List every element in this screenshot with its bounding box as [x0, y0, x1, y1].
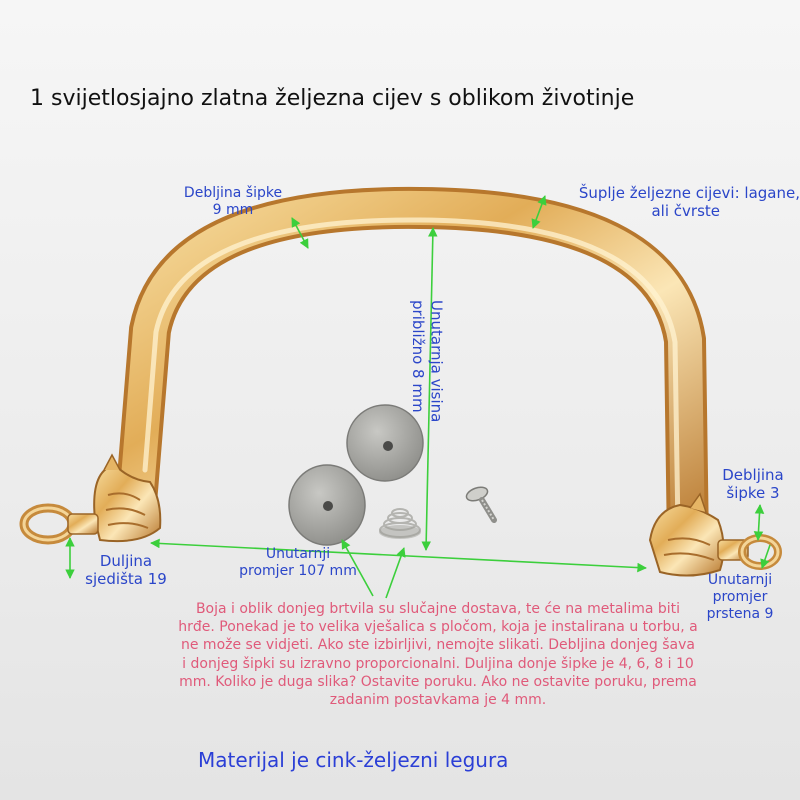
material-caption: Materijal je cink-željezni legura — [198, 748, 509, 772]
gold-handle-arch — [114, 186, 709, 566]
hollow-tube-label: Šuplje željezne cijevi: lagane, ali čvrs… — [560, 184, 800, 220]
ring-diameter-line2: promjer — [712, 588, 768, 605]
seat-length-line1: Duljina — [99, 552, 153, 570]
hollow-tube-label-line1: Šuplje željezne cijevi: lagane, — [578, 184, 800, 202]
seat-length-label: Duljina sjedišta 19 — [76, 552, 176, 588]
rod-thickness-3-line2: šipke 3 — [726, 484, 780, 502]
rod-thickness-3-line1: Debljina — [722, 466, 784, 484]
seat-length-line2: sjedišta 19 — [85, 570, 167, 588]
inner-diameter-line1: Unutarnji — [265, 546, 331, 562]
rod-thickness-label: Debljina šipke 9 mm — [178, 185, 288, 219]
rod-thickness-label-line1: Debljina šipke — [183, 185, 283, 201]
ring-diameter-line1: Unutarnji — [707, 572, 773, 588]
left-end-cap — [19, 453, 162, 545]
inner-height-label-line2: približno 8 mm — [408, 300, 427, 413]
hollow-tube-label-line2: ali čvrste — [651, 202, 720, 220]
hardware-parts — [288, 404, 497, 546]
rod-thickness-3-label: Debljina šipke 3 — [708, 466, 798, 502]
page-title: 1 svijetlosjajno zlatna željezna cijev s… — [30, 86, 635, 111]
inner-diameter-line2: promjer 107 mm — [239, 562, 357, 579]
inner-height-label: Unutarnja visina približno 8 mm — [408, 300, 446, 422]
rod-thickness-label-line2: 9 mm — [212, 201, 254, 218]
ring-diameter-line3: prstena 9 — [706, 605, 774, 622]
ring-diameter-label: Unutarnji promjer prstena 9 — [690, 572, 790, 622]
right-end-cap — [648, 492, 782, 577]
dimension-arrows — [65, 195, 771, 599]
inner-height-label-line1: Unutarnja visina — [427, 300, 446, 423]
disclaimer-note: Boja i oblik donjeg brtvila su slučajne … — [178, 601, 698, 708]
inner-diameter-label: Unutarnji promjer 107 mm — [228, 546, 368, 580]
